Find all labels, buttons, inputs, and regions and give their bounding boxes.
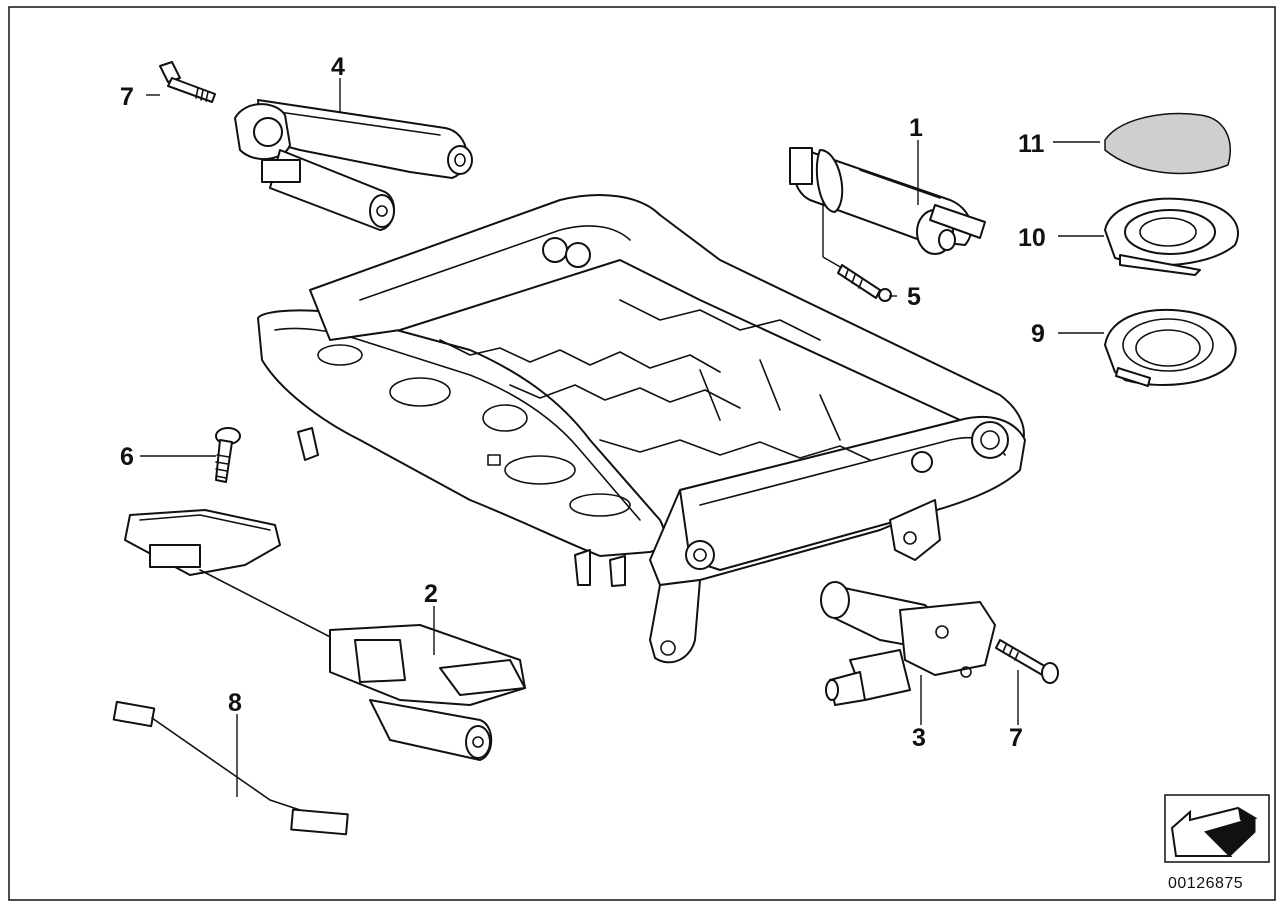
callout-7-upper: 7 [120, 83, 134, 111]
part-9-ring [1104, 308, 1237, 387]
part-7-bolt-upper [159, 61, 216, 103]
callout-5: 5 [907, 283, 921, 311]
diagram-border [8, 6, 1276, 901]
part-5-bolt [837, 264, 892, 302]
callout-1: 1 [909, 114, 923, 142]
part-3-backrest-motor [820, 581, 996, 706]
part-8-cable [112, 700, 349, 836]
callout-8: 8 [228, 689, 242, 717]
part-1-longitudinal-motor [789, 147, 986, 255]
part-11-cap [1104, 112, 1231, 175]
part-7-bolt-lower [995, 639, 1059, 684]
callout-6: 6 [120, 443, 134, 471]
part-6-screw [215, 427, 241, 483]
part-4-height-adjust-motor [234, 99, 473, 231]
callout-4: 4 [331, 53, 345, 81]
callout-10: 10 [1018, 224, 1046, 252]
next-page-arrow-icon[interactable] [1164, 794, 1270, 863]
callout-3: 3 [912, 724, 926, 752]
callout-2: 2 [424, 580, 438, 608]
part-10-bezel [1104, 197, 1239, 276]
callout-7-lower: 7 [1009, 724, 1023, 752]
callout-11: 11 [1018, 130, 1045, 158]
seat-frame [257, 194, 1026, 664]
callout-9: 9 [1031, 320, 1045, 348]
document-number: 00126875 [1168, 875, 1243, 892]
leader-lines [140, 78, 1104, 797]
part-2-control-unit-motor [124, 509, 526, 761]
